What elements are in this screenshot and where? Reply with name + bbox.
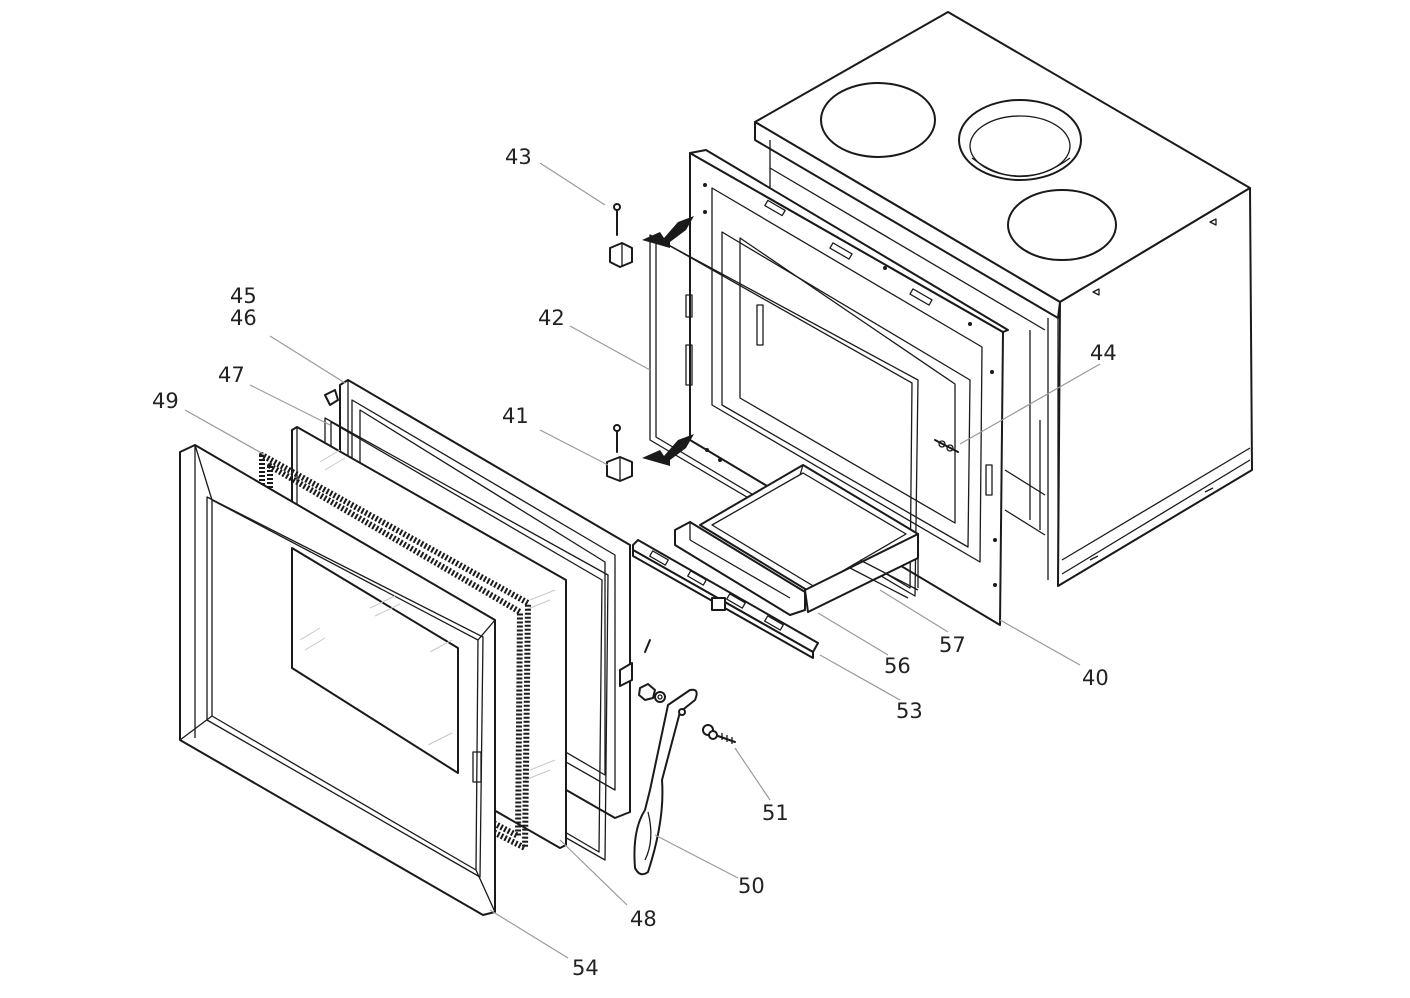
label-57: 57: [939, 633, 966, 657]
label-48: 48: [630, 907, 657, 931]
part-50-door-handle: [633, 683, 698, 876]
label-46: 46: [230, 306, 257, 330]
label-45: 45: [230, 284, 257, 308]
stove-body: [754, 11, 1253, 587]
label-41: 41: [502, 404, 529, 428]
part-44-probe: [934, 439, 959, 453]
part-43-hinge-upper: [609, 203, 633, 268]
part-54-outer-door: [179, 444, 496, 916]
part-56-tray-front: [674, 521, 806, 616]
label-51: 51: [762, 801, 789, 825]
part-40-front-frame: [685, 149, 1009, 626]
label-44: 44: [1090, 341, 1117, 365]
leader-lines: [184, 162, 1101, 959]
label-40: 40: [1082, 666, 1109, 690]
label-54: 54: [572, 956, 599, 980]
part-41-hinge-lower: [606, 424, 633, 482]
flue-opening-right: [1007, 189, 1117, 261]
label-56: 56: [884, 654, 911, 678]
assembly-arrows: [642, 216, 694, 466]
label-42: 42: [538, 306, 565, 330]
label-43: 43: [505, 145, 532, 169]
part-57-ash-tray: [699, 464, 919, 613]
label-53: 53: [896, 699, 923, 723]
flue-opening-left: [820, 82, 936, 158]
part-labels: 40 41 42 43 44 45 46 47 48 49 50 51 53 5…: [152, 145, 1117, 980]
label-47: 47: [218, 363, 245, 387]
part-42-frame-gasket: [649, 234, 919, 597]
part-53-air-slide: [632, 539, 819, 659]
part-51-bolt: [702, 724, 736, 744]
flue-collar: [958, 99, 1082, 181]
label-49: 49: [152, 389, 179, 413]
label-50: 50: [738, 874, 765, 898]
